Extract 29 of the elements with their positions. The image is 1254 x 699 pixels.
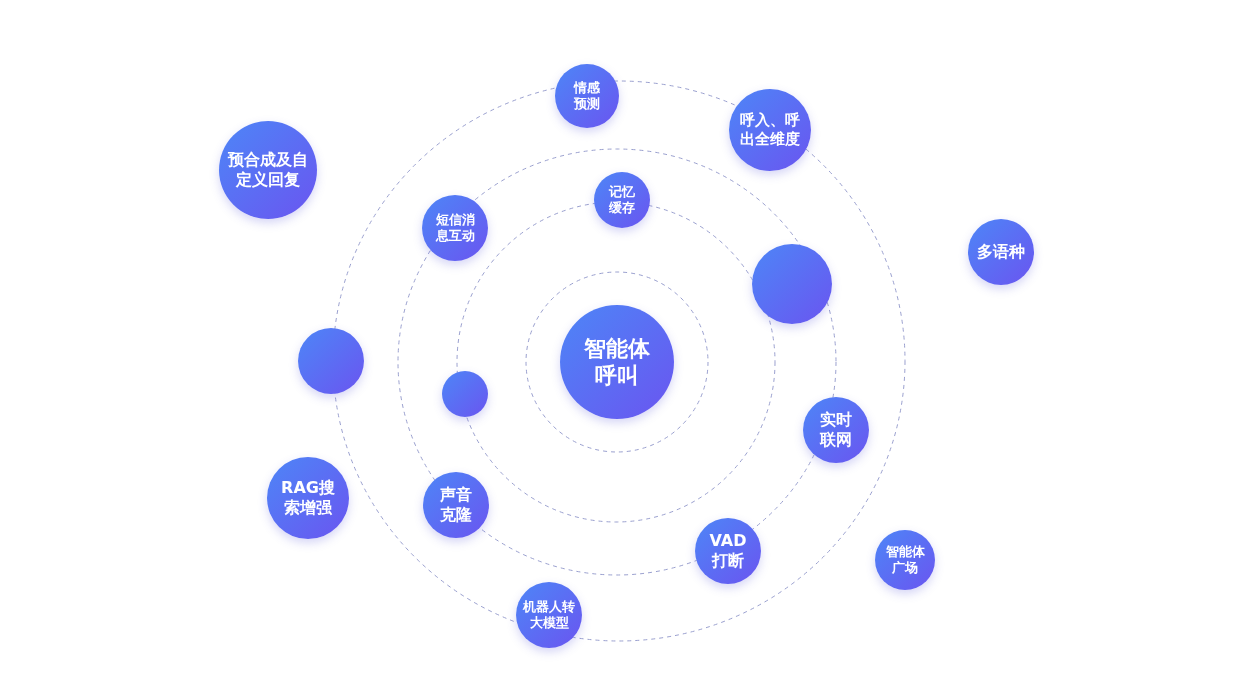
- node-label: VAD打断: [708, 531, 748, 571]
- circle-node: [752, 244, 832, 324]
- circle-node: [560, 305, 674, 419]
- node-label: 情感预测: [572, 79, 601, 113]
- node-label: RAG搜索增强: [280, 478, 336, 518]
- circle-node: [803, 397, 869, 463]
- node-label: 机器人转大模型: [521, 598, 576, 632]
- circle-node: [594, 172, 650, 228]
- node-label: 智能体广场: [884, 543, 926, 577]
- node-label: 预合成及自定义回复: [226, 150, 309, 190]
- node-label: 呼入、呼出全维度: [739, 111, 801, 149]
- circle-node: [555, 64, 619, 128]
- circle-node: [968, 219, 1034, 285]
- node-label: 声音克隆: [439, 485, 473, 525]
- node-label: 实时联网: [819, 410, 853, 450]
- node-label: 短信消息互动: [434, 211, 476, 245]
- node-label: 智能体呼叫: [583, 334, 651, 390]
- circle-node: [423, 472, 489, 538]
- node-label: 多语种: [977, 242, 1025, 262]
- node-label: 记忆缓存: [608, 183, 636, 217]
- circle-node: [298, 328, 364, 394]
- circle-node: [875, 530, 935, 590]
- circle-node: [267, 457, 349, 539]
- circle-node: [422, 195, 488, 261]
- circle-node: [695, 518, 761, 584]
- circle-node: [516, 582, 582, 648]
- circle-node: [219, 121, 317, 219]
- circle-node: [442, 371, 488, 417]
- circle-node: [729, 89, 811, 171]
